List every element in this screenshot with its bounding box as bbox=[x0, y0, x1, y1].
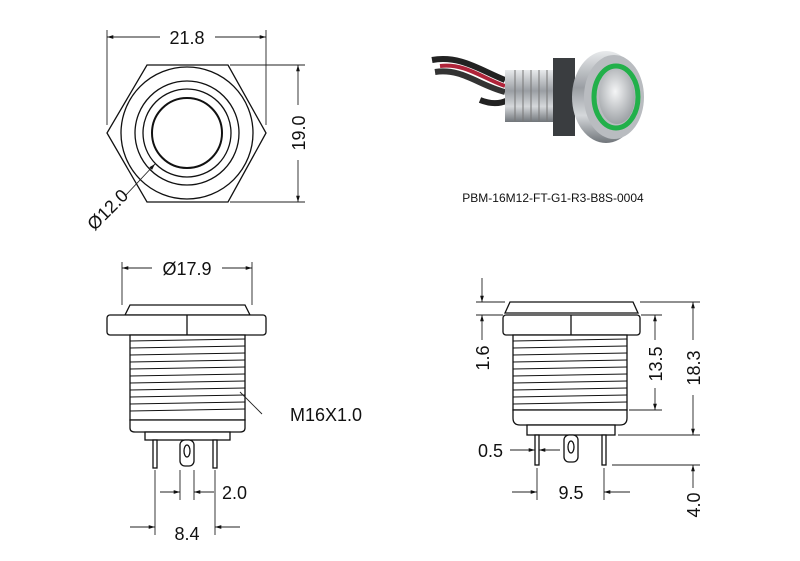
thread-length-dimension: 13.5 bbox=[646, 346, 666, 381]
led-ring bbox=[591, 63, 641, 131]
top-view: 21.8 19.0 Ø12.0 bbox=[83, 28, 309, 234]
width-dimension: 21.8 bbox=[169, 28, 204, 48]
thread-label: M16X1.0 bbox=[290, 405, 362, 425]
cap-height-dimension: 1.6 bbox=[473, 345, 493, 370]
height-dimension: 19.0 bbox=[289, 115, 309, 150]
total-height-dimension: 18.3 bbox=[684, 350, 704, 385]
diameter-dimension: Ø12.0 bbox=[83, 185, 132, 234]
pin-thickness-dimension: 0.5 bbox=[478, 441, 503, 461]
pin-span-dimension: 8.4 bbox=[174, 524, 199, 544]
pin-length-dimension: 4.0 bbox=[684, 492, 704, 517]
side-view-left: Ø17.9 M16X1.0 2.0 8.4 bbox=[106, 259, 362, 544]
product-photo: PBM-16M12-FT-G1-R3-B8S-0004 bbox=[431, 51, 644, 205]
pin-span-dimension: 9.5 bbox=[558, 483, 583, 503]
side-view-right: 1.6 13.5 18.3 4.0 0.5 9.5 bbox=[473, 278, 704, 518]
hex-outline bbox=[106, 64, 267, 203]
part-number: PBM-16M12-FT-G1-R3-B8S-0004 bbox=[462, 191, 644, 205]
pin-gap-dimension: 2.0 bbox=[222, 483, 247, 503]
diameter-dimension: Ø17.9 bbox=[162, 259, 211, 279]
